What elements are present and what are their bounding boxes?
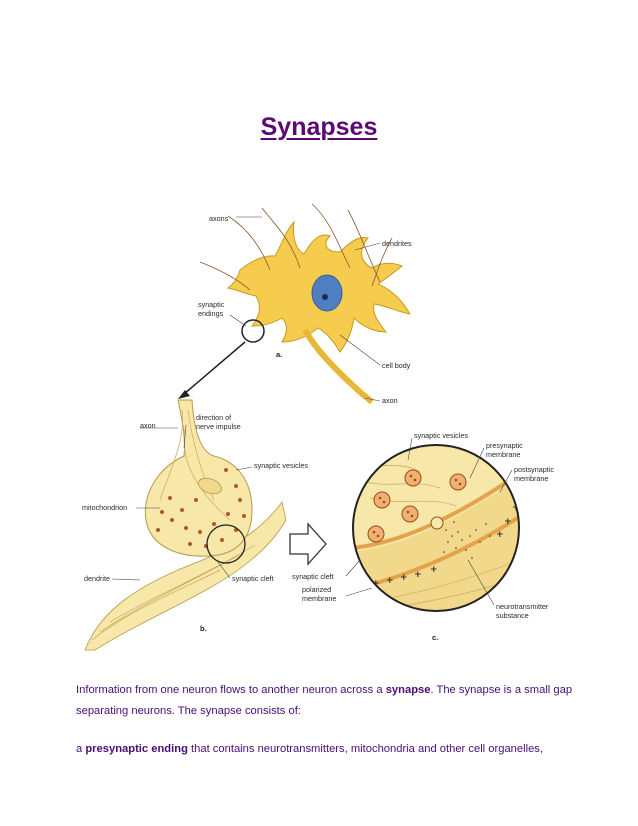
svg-text:+: + bbox=[414, 570, 422, 580]
label-direction-2: nerve impulse bbox=[196, 422, 241, 431]
svg-text:+: + bbox=[386, 576, 394, 586]
label-neurotransmitter-1: neurotransmitter bbox=[496, 602, 549, 611]
label-axons: axons bbox=[209, 214, 229, 223]
intro-term-synapse: synapse bbox=[385, 684, 431, 696]
hollow-arrow-icon bbox=[289, 522, 327, 566]
svg-text:+: + bbox=[400, 573, 408, 583]
arrow-head-icon bbox=[178, 390, 190, 399]
svg-text:+: + bbox=[504, 517, 512, 527]
label-synaptic-cleft-b: synaptic cleft bbox=[232, 574, 274, 583]
label-synaptic-vesicles-b: synaptic vesicles bbox=[254, 461, 308, 470]
label-synaptic-cleft-c: synaptic cleft bbox=[292, 572, 334, 581]
magnified-synapse: +++ +++ ++ bbox=[345, 437, 520, 612]
intro-text-pre: Information from one neuron flows to ano… bbox=[76, 684, 386, 696]
label-presynaptic-1: presynaptic bbox=[486, 441, 523, 450]
synapse-diagram: axons dendrites synaptic endings cell bo… bbox=[82, 203, 554, 651]
presynaptic-paragraph: a presynaptic ending that contains neuro… bbox=[76, 739, 576, 760]
label-axon-a: axon bbox=[382, 396, 398, 405]
label-mitochondrion: mitochondrion bbox=[82, 503, 127, 512]
intro-text-post: . The synapse is a small gap separating … bbox=[76, 684, 573, 717]
neuron-cell bbox=[199, 203, 411, 405]
svg-text:+: + bbox=[430, 565, 438, 575]
label-synaptic: synaptic bbox=[198, 300, 225, 309]
label-polarized-1: polarized bbox=[302, 585, 331, 594]
synaptic-ending bbox=[84, 399, 287, 651]
label-presynaptic-2: membrane bbox=[486, 450, 520, 459]
label-postsynaptic-1: postsynaptic bbox=[514, 465, 554, 474]
label-axon-b: axon bbox=[140, 421, 156, 430]
label-neurotransmitter-2: substance bbox=[496, 611, 529, 620]
presynaptic-text-post: that contains neurotransmitters, mitocho… bbox=[187, 743, 544, 755]
label-polarized-2: membrane bbox=[302, 594, 336, 603]
label-synaptic-vesicles-c: synaptic vesicles bbox=[414, 431, 468, 440]
panel-c-label: c. bbox=[432, 633, 438, 642]
label-dendrites: dendrites bbox=[382, 239, 412, 248]
panel-a-label: a. bbox=[276, 350, 282, 359]
page-title: Synapses bbox=[260, 113, 378, 141]
svg-text:+: + bbox=[512, 503, 520, 513]
label-cell-body: cell body bbox=[382, 361, 411, 370]
label-direction-1: direction of bbox=[196, 413, 231, 422]
label-postsynaptic-2: membrane bbox=[514, 474, 548, 483]
term-presynaptic-ending: presynaptic ending bbox=[85, 743, 188, 755]
intro-paragraph: Information from one neuron flows to ano… bbox=[76, 680, 576, 721]
presynaptic-text-pre: a bbox=[76, 743, 86, 755]
label-endings: endings bbox=[198, 309, 224, 318]
panel-b-label: b. bbox=[200, 624, 207, 633]
svg-text:+: + bbox=[496, 530, 504, 540]
label-dendrite: dendrite bbox=[84, 574, 110, 583]
